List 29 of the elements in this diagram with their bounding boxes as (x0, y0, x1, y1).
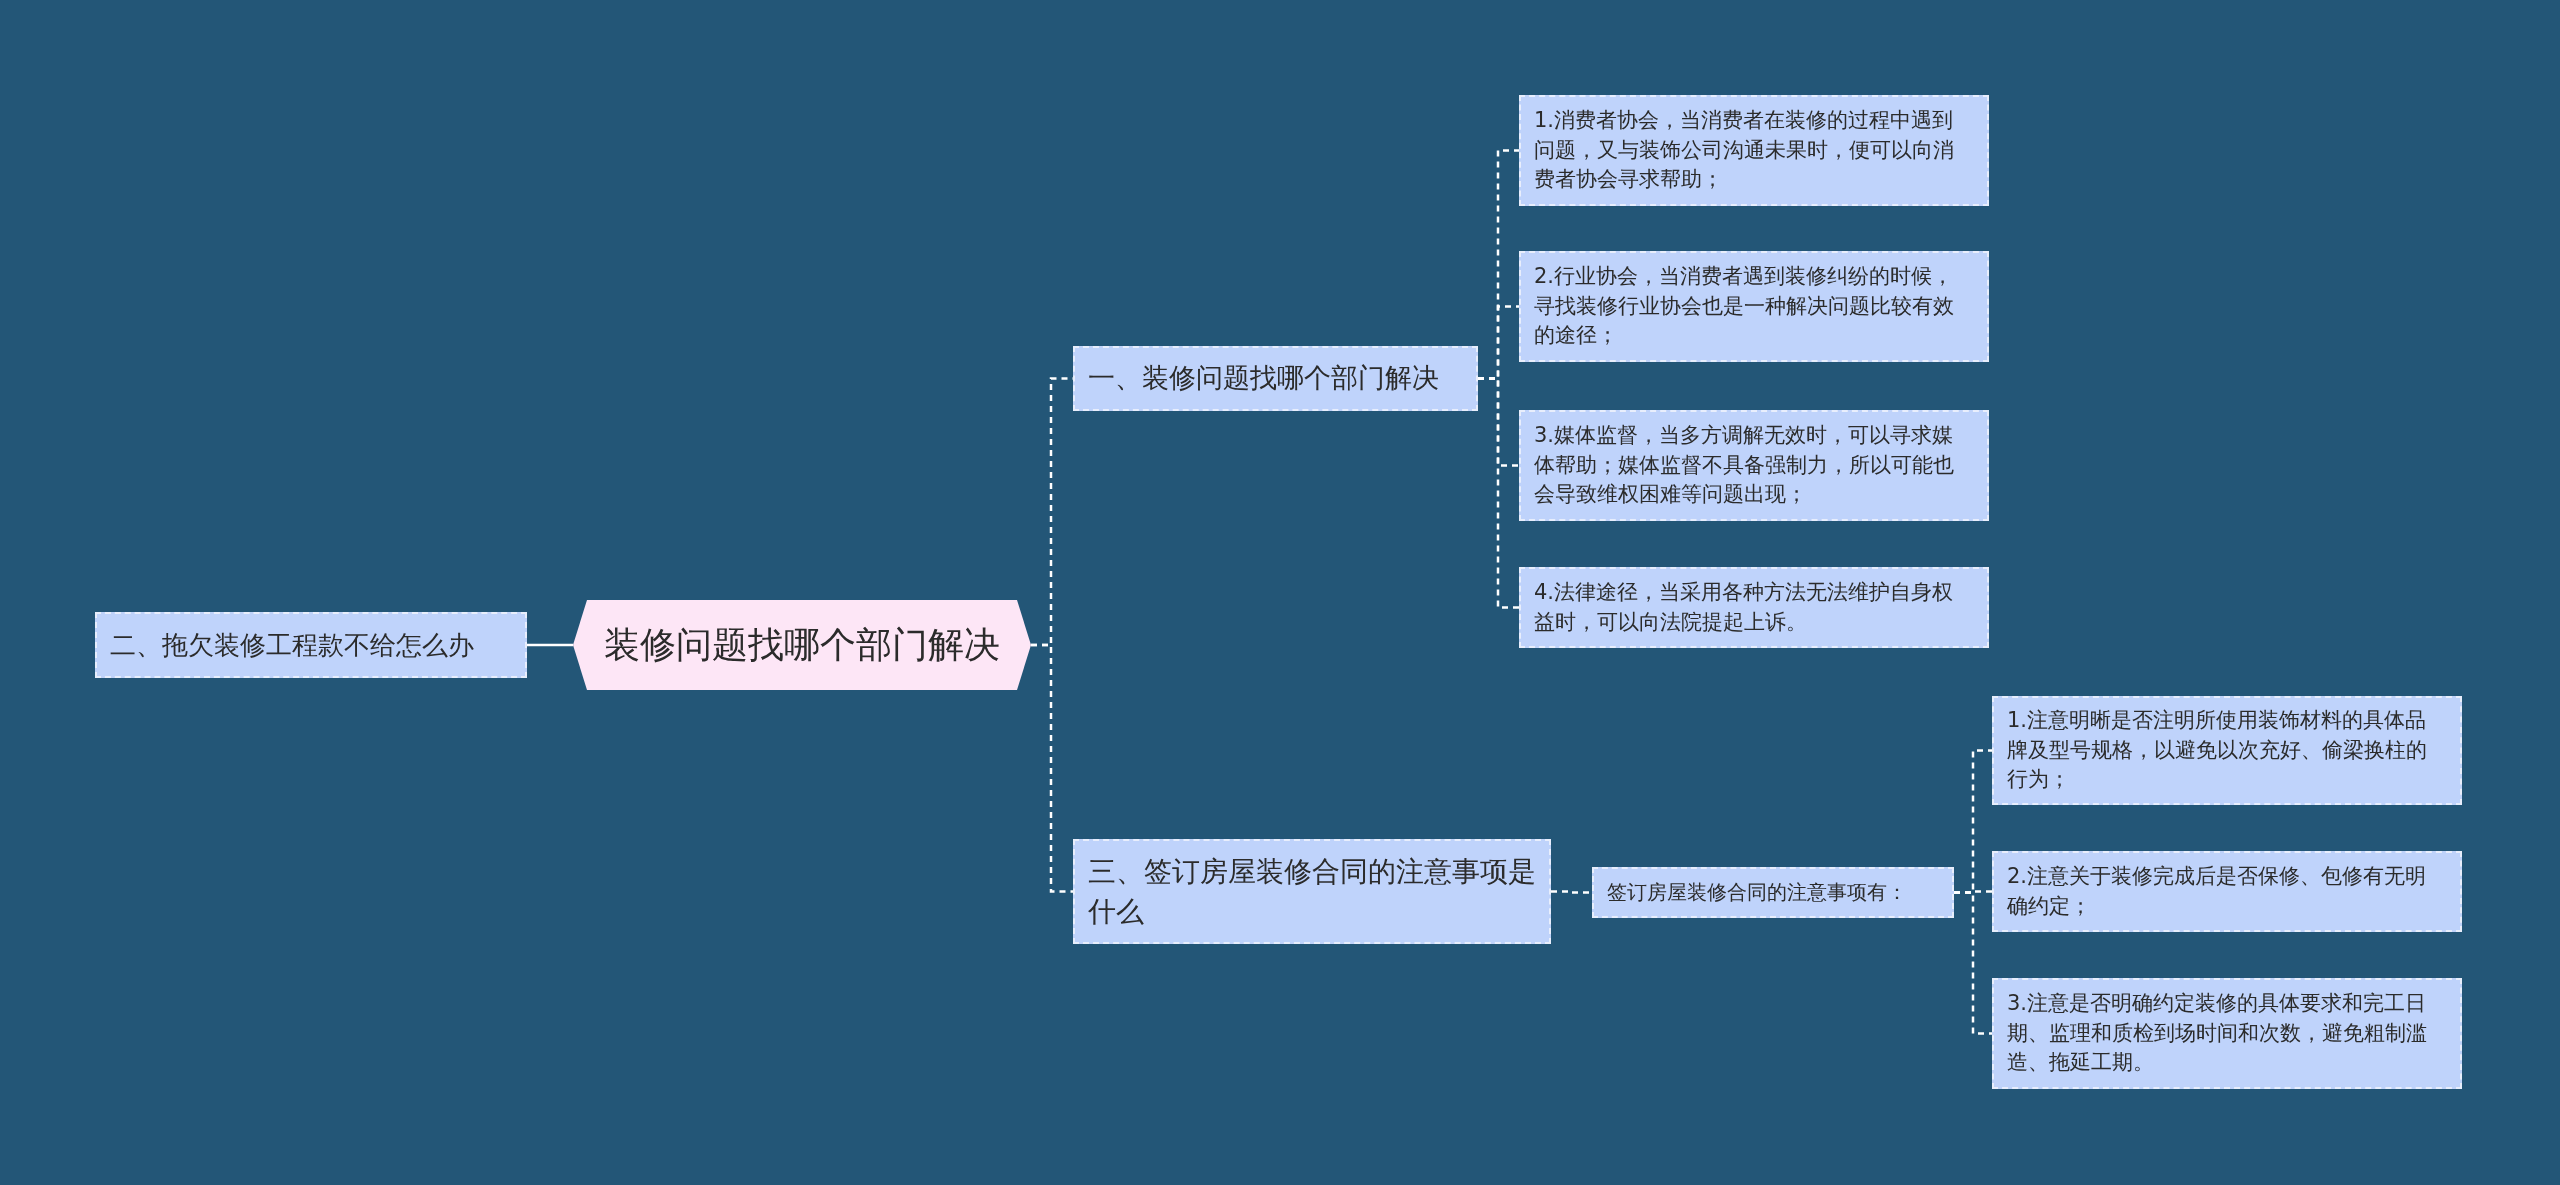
node-text: 二、拖欠装修工程款不给怎么办 (110, 628, 474, 662)
node-text: 签订房屋装修合同的注意事项有： (1607, 879, 1907, 907)
topic-box (1073, 839, 1551, 944)
subtopic-box (1519, 95, 1989, 206)
subtopic-box (1992, 978, 2462, 1089)
node-text: 3.媒体监督，当多方调解无效时，可以寻求媒体帮助；媒体监督不具备强制力，所以可能也会导致维权困难等问题出现； (1534, 421, 1955, 509)
node-text: 三、签订房屋装修合同的注意事项是什么 (1088, 853, 1536, 930)
subtopic-box (1992, 696, 2462, 805)
connector-line (1954, 891, 1992, 1035)
connector-line (1551, 890, 1592, 894)
node-text: 1.注意明晰是否注明所使用装饰材料的具体品牌及型号规格，以避免以次充好、偷梁换柱的行为； (2007, 706, 2428, 794)
node-text: 2.注意关于装修完成后是否保修、包修有无明确约定； (2007, 862, 2428, 920)
node-text: 4.法律途径，当采用各种方法无法维护自身权益时，可以向法院提起上诉。 (1534, 578, 1955, 636)
subtopic-box (1519, 567, 1989, 648)
subtopic-box (1519, 410, 1989, 521)
subtopic-box (1519, 251, 1989, 362)
node-text: 2.行业协会，当消费者遇到装修纠纷的时候，寻找装修行业协会也是一种解决问题比较有效的途径； (1534, 262, 1955, 350)
connector-line (527, 643, 575, 647)
subtopic-box (1592, 867, 1954, 918)
connector-line (1478, 377, 1519, 609)
node-text: 一、装修问题找哪个部门解决 (1088, 361, 1439, 396)
connector-line (1031, 643, 1073, 893)
central-topic-hexagon (573, 600, 1031, 690)
node-text: 装修问题找哪个部门解决 (603, 623, 1001, 668)
subtopic-box (1992, 851, 2462, 932)
node-text: 1.消费者协会，当消费者在装修的过程中遇到问题，又与装饰公司沟通未果时，便可以向消费者协会寻求帮助； (1534, 106, 1955, 194)
node-text: 3.注意是否明确约定装修的具体要求和完工日期、监理和质检到场时间和次数，避免粗制滥造、拖延工期。 (2007, 989, 2428, 1077)
topic-box (95, 612, 527, 678)
topic-box (1073, 346, 1478, 411)
